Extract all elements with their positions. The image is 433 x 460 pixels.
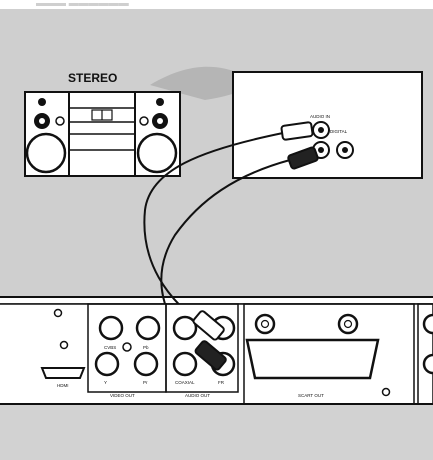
coaxial-jack	[172, 351, 198, 377]
amp-audio-in-label: AUDIO IN	[310, 114, 330, 119]
hdmi-section: HDMI	[40, 308, 86, 388]
left-speaker-tweeter-icon	[38, 98, 46, 106]
hdmi-label: HDMI	[57, 383, 69, 388]
header-text-fragment: ▬▬▬ ▬▬▬▬▬▬	[36, 0, 129, 9]
stereo-system: STEREO	[24, 71, 181, 177]
left-speaker-woofer-icon	[25, 132, 67, 174]
plug-white-upper	[280, 121, 314, 141]
scart-screw-left	[254, 313, 276, 335]
hdmi-port-icon	[40, 367, 86, 379]
video-jack-2	[135, 315, 161, 341]
scart-label: SCART OUT	[298, 393, 324, 398]
video-out-label: VIDEO OUT	[110, 393, 135, 398]
fr-label: FR	[218, 380, 225, 385]
stereo-title: STEREO	[68, 71, 117, 85]
scart-screw-right	[337, 313, 359, 335]
audio-out-label: AUDIO OUT	[185, 393, 210, 398]
amp-digital-label: DIGITAL	[330, 129, 348, 134]
lower-plugs	[192, 310, 227, 371]
amplifier-rear-panel: AUDIO IN DIGITAL	[232, 71, 423, 179]
pr-label: Pr	[143, 380, 148, 385]
audio-jack-upper-left	[172, 315, 198, 341]
right-speaker-tweeter-icon	[156, 98, 164, 106]
plug-white-lower	[192, 310, 225, 341]
video-jack-1	[98, 315, 124, 341]
header-strip	[0, 0, 433, 6]
scart-section: SCART OUT	[243, 303, 415, 405]
lower-background	[0, 405, 433, 460]
cable-white	[143, 132, 284, 331]
upper-plugs	[280, 121, 319, 170]
coaxial-label: COAXIAL	[175, 380, 195, 385]
right-speaker-woofer-icon	[136, 132, 178, 174]
y-label: Y	[104, 380, 107, 385]
plug-red-upper	[287, 146, 319, 170]
plug-red-lower	[194, 340, 227, 371]
video-out-section: CVBS Pb Y Pr VIDEO OUT	[87, 303, 167, 398]
scart-port-icon	[245, 338, 380, 380]
video-jack-4	[133, 351, 159, 377]
video-jack-3	[94, 351, 120, 377]
pb-label: Pb	[143, 345, 149, 350]
right-edge-section	[417, 303, 433, 405]
cvbs-label: CVBS	[104, 345, 116, 350]
